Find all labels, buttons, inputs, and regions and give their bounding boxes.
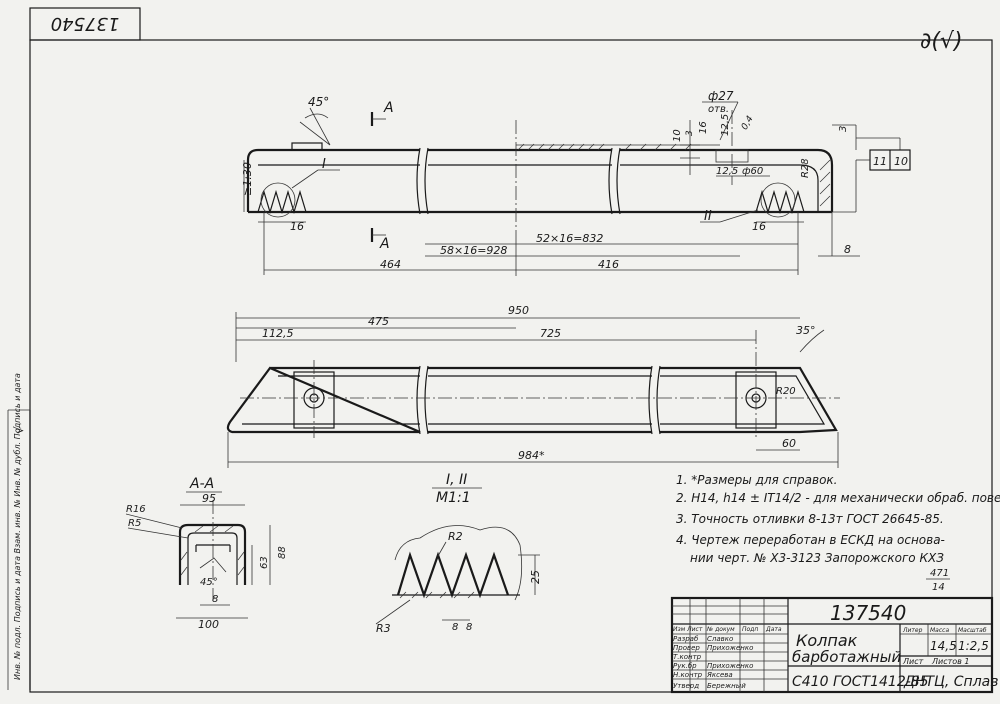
tb-row-name: Прихоженко [707, 644, 753, 652]
dim-45-aa: 45° [200, 577, 218, 588]
slope-dim: ≥1:30 [241, 162, 254, 196]
dim-8-detail-b: 8 [466, 622, 472, 633]
tb-hdr-litera: Литер [902, 627, 923, 634]
dim-8-aa: 8 [212, 594, 218, 605]
front-view: I II 45° A A ≥1:30 ф27 отв. 10 16 3 12,5… [241, 89, 911, 276]
tb-masshtab: 1:2,5 [958, 639, 989, 653]
left-margin-mark: √ [12, 426, 26, 434]
title-block: Изм Лист № докум Подп Дата Разраб Славко… [670, 596, 999, 694]
dim-8-detail-a: 8 [452, 622, 458, 633]
corner-mark: ∂(√) [920, 29, 963, 54]
tb-row-name: Яксева [706, 671, 733, 679]
dim-16-left: 16 [290, 220, 304, 233]
dim-95: 95 [202, 492, 216, 505]
tb-name-line1: Колпак [796, 631, 858, 650]
tb-listov: Листов 1 [931, 657, 970, 666]
tb-list: Лист [902, 657, 924, 666]
tb-row-role: Разраб [673, 635, 699, 643]
note-line: 4. Чертеж переработан в ЕСКД на основа- [676, 533, 945, 547]
fraction-bottom: 14 [932, 582, 945, 593]
tb-row-name: Славко [707, 635, 733, 643]
dim-984: 984* [518, 449, 545, 462]
hole-note: отв. [708, 104, 729, 115]
detail-title-top: I, II [446, 472, 467, 488]
doc-number-box [29, 7, 141, 41]
angle-45-dim: 45° [308, 95, 329, 109]
chain-dim-832: 52×16=832 [536, 232, 603, 245]
note-line: 3. Точность отливки 8-13т ГОСТ 26645-85. [676, 512, 944, 526]
dim-475: 475 [368, 315, 389, 328]
tb-massa: 14,5 [930, 639, 957, 653]
dim-dia-60: ф60 [742, 166, 763, 177]
chain-dim-928: 58×16=928 [440, 244, 507, 257]
tb-row-role: Н.контр [673, 671, 703, 679]
dim-16a: 16 [698, 121, 709, 134]
dim-R5: R5 [128, 518, 141, 529]
note-line: 1. *Размеры для справок. [676, 473, 837, 487]
dim-16-right: 16 [752, 220, 766, 233]
dim-3b: 3 [838, 126, 849, 132]
notes-block: 1. *Размеры для справок. 2. H14, h14 ± I… [676, 473, 1000, 593]
dim-0-4: 0,4 [740, 114, 756, 132]
dim-8-front: 8 [844, 243, 851, 256]
dim-10: 10 [672, 129, 683, 142]
tb-hdr-masshtab: Масштаб [958, 627, 987, 634]
tol-frame-2: 10 [894, 155, 908, 168]
tb-doc-number: 137540 [830, 601, 906, 625]
dim-416: 416 [598, 258, 619, 271]
dim-R3: R3 [376, 622, 391, 635]
detail-I-label: I [322, 157, 326, 172]
dim-100: 100 [198, 618, 219, 631]
tol-frame-1: 11 [873, 155, 887, 168]
dim-R28: R28 [800, 158, 811, 178]
detail-II-label: II [704, 209, 712, 224]
dim-R16: R16 [126, 504, 146, 515]
dim-63: 63 [259, 556, 270, 569]
tb-row-role: Рук.бр [673, 662, 697, 670]
tb-row-name: № докум [706, 626, 735, 633]
dim-25: 25 [529, 570, 542, 584]
tb-row-date: Дата [765, 626, 782, 633]
left-margin-label: Инв. № подл. Подпись и дата Взам. инв. №… [13, 373, 22, 680]
doc-number-rotated: 137540 [51, 13, 120, 34]
tb-name-line2: барботажный [792, 648, 901, 666]
tb-row-role: Т.контр [673, 653, 702, 661]
dim-725: 725 [540, 327, 561, 340]
tb-row-sign: Подп [742, 626, 758, 633]
dim-88: 88 [277, 546, 288, 559]
section-aa-title: A-A [189, 476, 214, 492]
plan-view: 950 475 112,5 725 35° R20 60 984* [226, 304, 840, 468]
note-line: 2. H14, h14 ± IT14/2 - для механически о… [676, 491, 1000, 505]
dim-60-plan: 60 [782, 437, 796, 450]
dim-464: 464 [380, 258, 401, 271]
section-aa: A-A 95 R16 R5 45° 63 88 8 100 [125, 476, 288, 631]
dim-R2: R2 [448, 530, 463, 543]
tb-org: ДНТЦ, Сплав [903, 674, 999, 690]
tb-material: C410 ГОСТ1412-85 [792, 674, 929, 690]
detail-view: I, II M1:1 R2 25 R3 8 8 [375, 472, 542, 635]
hole-dia-dim: ф27 [708, 89, 734, 103]
sheet-frame [29, 39, 993, 693]
section-A-bottom: A [379, 236, 390, 252]
detail-title-bottom: M1:1 [436, 490, 471, 506]
dim-12-5a: 12,5 [720, 114, 731, 136]
tb-row-role: Утверд [673, 682, 699, 690]
note-line: нии черт. № X3-3123 Запорожского КХЗ [690, 551, 944, 565]
fraction-top: 471 [930, 568, 949, 579]
dim-112-5: 112,5 [262, 327, 294, 340]
tb-row-role: Изм Лист [673, 626, 703, 633]
tb-row-role: Провер [673, 644, 700, 652]
dim-950: 950 [508, 304, 529, 317]
section-A-top: A [383, 100, 394, 116]
tb-row-name: Бережный [707, 682, 746, 690]
dim-12-5b: 12,5 [716, 166, 738, 177]
dim-35deg: 35° [796, 324, 816, 337]
tb-row-name: Прихоженко [707, 662, 753, 670]
tb-hdr-massa: Масса [930, 627, 949, 634]
dim-R20: R20 [776, 386, 796, 397]
